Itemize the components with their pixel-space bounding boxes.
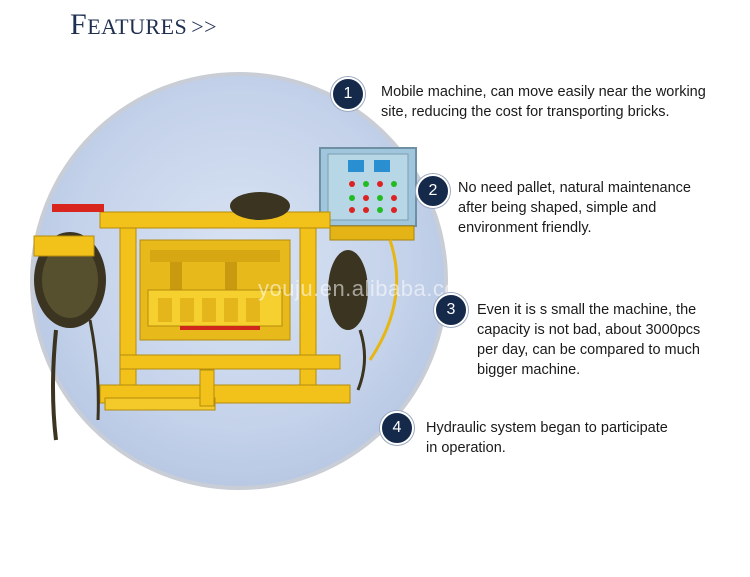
feature-1-text: Mobile machine, can move easily near the… (381, 82, 746, 122)
feature-1-line-1: Mobile machine, can move easily near the… (381, 84, 706, 100)
feature-4-text: Hydraulic system began to participate in… (426, 418, 726, 458)
feature-4-number-badge: 4 (380, 411, 414, 445)
feature-2-line-1: No need pallet, natural maintenance (458, 180, 691, 196)
title-rest: eatures (87, 14, 188, 39)
feature-1-line-2: site, reducing the cost for transporting… (381, 104, 670, 120)
feature-2-text: No need pallet, natural maintenance afte… (458, 178, 743, 238)
page-title: Features>> (70, 8, 217, 42)
feature-3-number-badge: 3 (434, 293, 468, 327)
title-arrows: >> (191, 14, 218, 39)
feature-3-line-2: capacity is not bad, about 3000pcs (477, 322, 701, 338)
feature-4-line-2: in operation. (426, 440, 506, 456)
feature-3-line-1: Even it is s small the machine, the (477, 302, 697, 318)
feature-2-line-3: environment friendly. (458, 220, 592, 236)
feature-2-line-2: after being shaped, simple and (458, 200, 657, 216)
feature-1-number-badge: 1 (331, 77, 365, 111)
feature-3-line-4: bigger machine. (477, 362, 581, 378)
feature-4-line-1: Hydraulic system began to participate (426, 420, 668, 436)
brick-machine-image (33, 147, 417, 441)
feature-2-number-badge: 2 (416, 174, 450, 208)
feature-3-text: Even it is s small the machine, the capa… (477, 300, 747, 380)
feature-3-line-3: per day, can be compared to much (477, 342, 700, 358)
title-cap: F (70, 8, 88, 41)
